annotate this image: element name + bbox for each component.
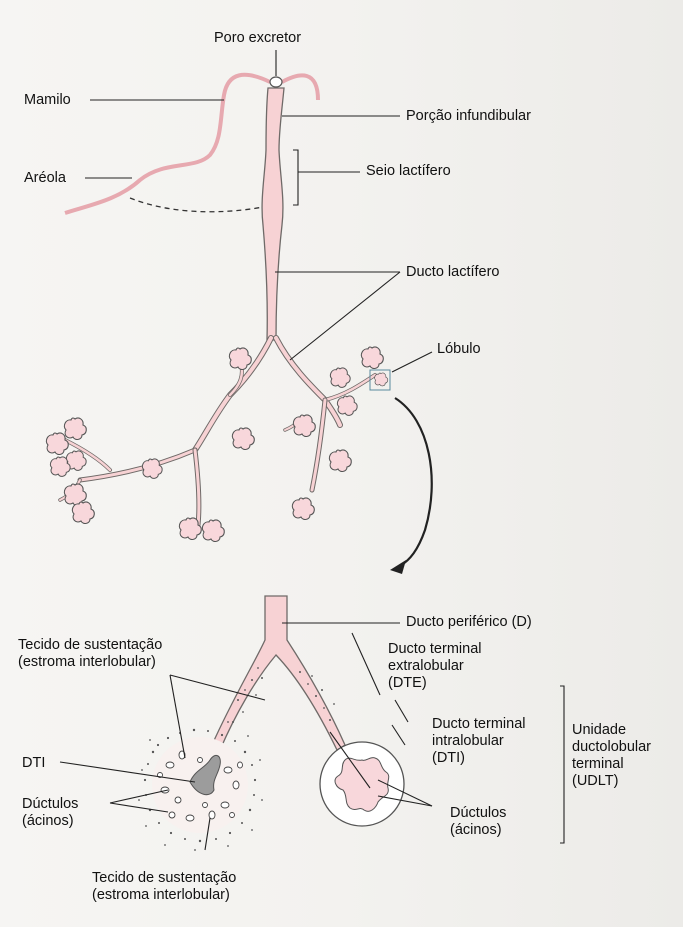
mamilo-outline-right bbox=[282, 75, 318, 100]
label-seio-lactifero: Seio lactífero bbox=[366, 163, 451, 180]
ducto-lactifero-shape bbox=[262, 88, 284, 340]
duct-branches bbox=[60, 338, 375, 525]
label-lobulo: Lóbulo bbox=[437, 341, 481, 358]
ducto-periferico-shape bbox=[212, 596, 345, 750]
label-dti-right: Ducto terminal intralobular (DTI) bbox=[432, 716, 525, 767]
label-ductulos-right: Dúctulos (ácinos) bbox=[450, 805, 506, 839]
right-lobule bbox=[320, 742, 404, 826]
areola-dashed-line bbox=[130, 198, 268, 212]
label-tecido-sustentacao-top: Tecido de sustentação (estroma interlobu… bbox=[18, 637, 162, 671]
label-udlt: Unidade ductolobular terminal (UDLT) bbox=[572, 722, 651, 790]
label-ductulos-left: Dúctulos (ácinos) bbox=[22, 796, 78, 830]
mamilo-outline bbox=[65, 75, 270, 213]
zoom-arrow bbox=[395, 398, 432, 566]
poro-excretor-shape bbox=[270, 77, 282, 87]
label-ducto-periferico: Ducto periférico (D) bbox=[406, 614, 532, 631]
label-poro-excretor: Poro excretor bbox=[214, 30, 301, 47]
label-ducto-lactifero: Ducto lactífero bbox=[406, 264, 500, 281]
label-dti-left: DTI bbox=[22, 755, 45, 772]
zoom-arrowhead bbox=[390, 560, 406, 574]
label-mamilo: Mamilo bbox=[24, 92, 71, 109]
label-areola: Aréola bbox=[24, 170, 66, 187]
label-porcao-infundibular: Porção infundibular bbox=[406, 108, 531, 125]
lobules-tree bbox=[46, 347, 387, 542]
label-dte: Ducto terminal extralobular (DTE) bbox=[388, 641, 481, 692]
label-tecido-sustentacao-bottom: Tecido de sustentação (estroma interlobu… bbox=[92, 870, 236, 904]
